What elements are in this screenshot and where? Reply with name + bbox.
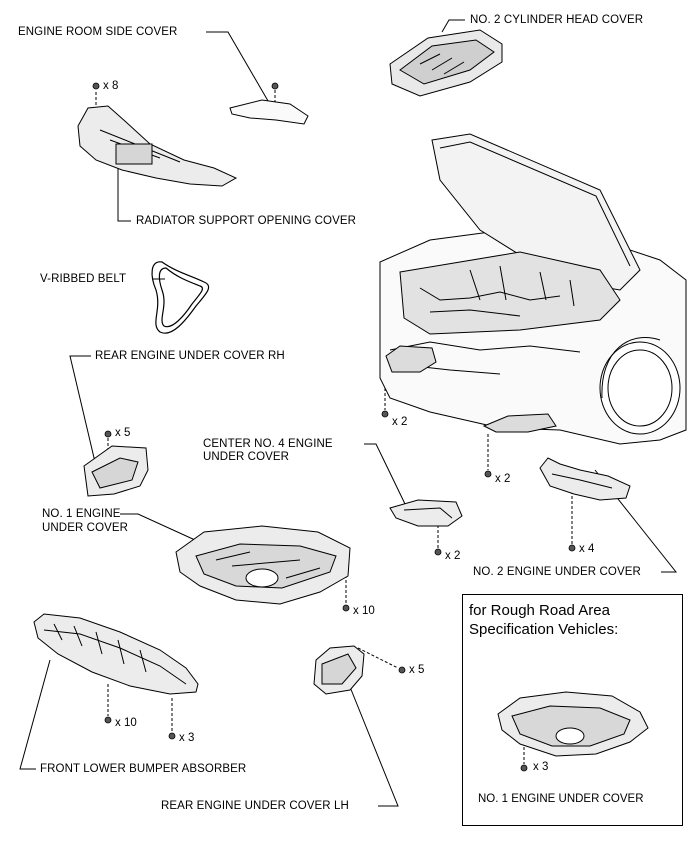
rear-engine-under-cover-rh-shape	[83, 445, 149, 497]
count-car-center-bolts: x 2	[495, 473, 511, 485]
car-front-shape	[379, 133, 687, 445]
inset-no1-cover-shape	[497, 691, 649, 757]
bolt-side-cover	[271, 82, 279, 90]
label-no1-engine-line2: UNDER COVER	[42, 522, 129, 534]
label-no2-cylinder-head-cover: NO. 2 CYLINDER HEAD COVER	[470, 14, 644, 26]
inset-title: for Rough Road Area Specification Vehicl…	[469, 601, 618, 639]
count-center-no4-bolts: x 2	[445, 550, 461, 562]
leader-cylinder-head-cover	[441, 19, 465, 33]
bolt-lh	[398, 666, 406, 674]
leader-engine-room-side-cover	[206, 31, 276, 114]
label-v-ribbed-belt: V-RIBBED BELT	[40, 273, 127, 285]
leader-no1	[120, 513, 207, 546]
no2-engine-under-cover-shape	[539, 457, 631, 501]
label-rear-engine-under-cover-rh: REAR ENGINE UNDER COVER RH	[95, 350, 285, 362]
leader-radiator-cover	[117, 168, 131, 222]
radiator-support-cover-shape	[77, 105, 238, 187]
v-ribbed-belt-shape	[151, 261, 210, 334]
inset-part-label: NO. 1 ENGINE UNDER COVER	[478, 793, 644, 805]
count-radiator-clips: x 8	[103, 80, 119, 92]
dash-lh	[357, 647, 399, 669]
label-no1-engine-line1: NO. 1 ENGINE	[42, 508, 121, 520]
rear-engine-under-cover-lh-shape	[313, 645, 365, 695]
bolt-inset	[520, 764, 528, 772]
leader-lh-cover	[347, 681, 399, 807]
count-no2-bolts: x 4	[579, 543, 595, 555]
count-car-left-bolts: x 2	[392, 416, 408, 428]
bolt-center-no4	[434, 548, 442, 556]
bolt-car-center	[484, 470, 492, 478]
leader-rh-cover	[69, 355, 96, 463]
engine-room-side-cover-shape	[229, 99, 309, 125]
bolt-rh	[104, 430, 112, 438]
no1-engine-under-cover-shape	[175, 525, 351, 605]
bolt-car-left	[381, 410, 389, 418]
count-bumper-bolts-a: x 10	[115, 717, 137, 729]
bolt-no1	[342, 604, 350, 612]
front-lower-bumper-absorber-shape	[33, 613, 199, 695]
cylinder-head-cover-shape	[389, 29, 503, 97]
bolt-no2	[568, 544, 576, 552]
leader-bumper	[19, 659, 51, 770]
inset-title-line1: for Rough Road Area	[469, 602, 610, 619]
count-no1-bolts: x 10	[353, 605, 375, 617]
leader-no2	[594, 469, 678, 573]
label-engine-room-side-cover: ENGINE ROOM SIDE COVER	[18, 26, 178, 38]
label-front-lower-bumper-absorber: FRONT LOWER BUMPER ABSORBER	[40, 763, 247, 775]
leader-center-no4	[364, 443, 407, 507]
count-lh-bolts: x 5	[409, 664, 425, 676]
rough-road-inset-box: for Rough Road Area Specification Vehicl…	[462, 594, 683, 826]
label-radiator-support-opening-cover: RADIATOR SUPPORT OPENING COVER	[136, 215, 357, 227]
label-rear-engine-under-cover-lh: REAR ENGINE UNDER COVER LH	[161, 800, 349, 812]
inset-title-line2: Specification Vehicles:	[469, 621, 619, 638]
count-bumper-bolts-b: x 3	[179, 732, 195, 744]
label-no2-engine-under-cover: NO. 2 ENGINE UNDER COVER	[473, 566, 641, 578]
bolt-bumper-b	[168, 732, 176, 740]
clip-radiator	[92, 82, 100, 90]
fasteners	[92, 82, 576, 772]
label-center-no4-line1: CENTER NO. 4 ENGINE	[203, 438, 333, 450]
inset-bolt-count: x 3	[533, 761, 549, 773]
label-center-no4-line2: UNDER COVER	[203, 451, 290, 463]
bolt-bumper-a	[104, 716, 112, 724]
center-no4-cover-shape	[389, 499, 463, 527]
count-rh-bolts: x 5	[115, 427, 131, 439]
